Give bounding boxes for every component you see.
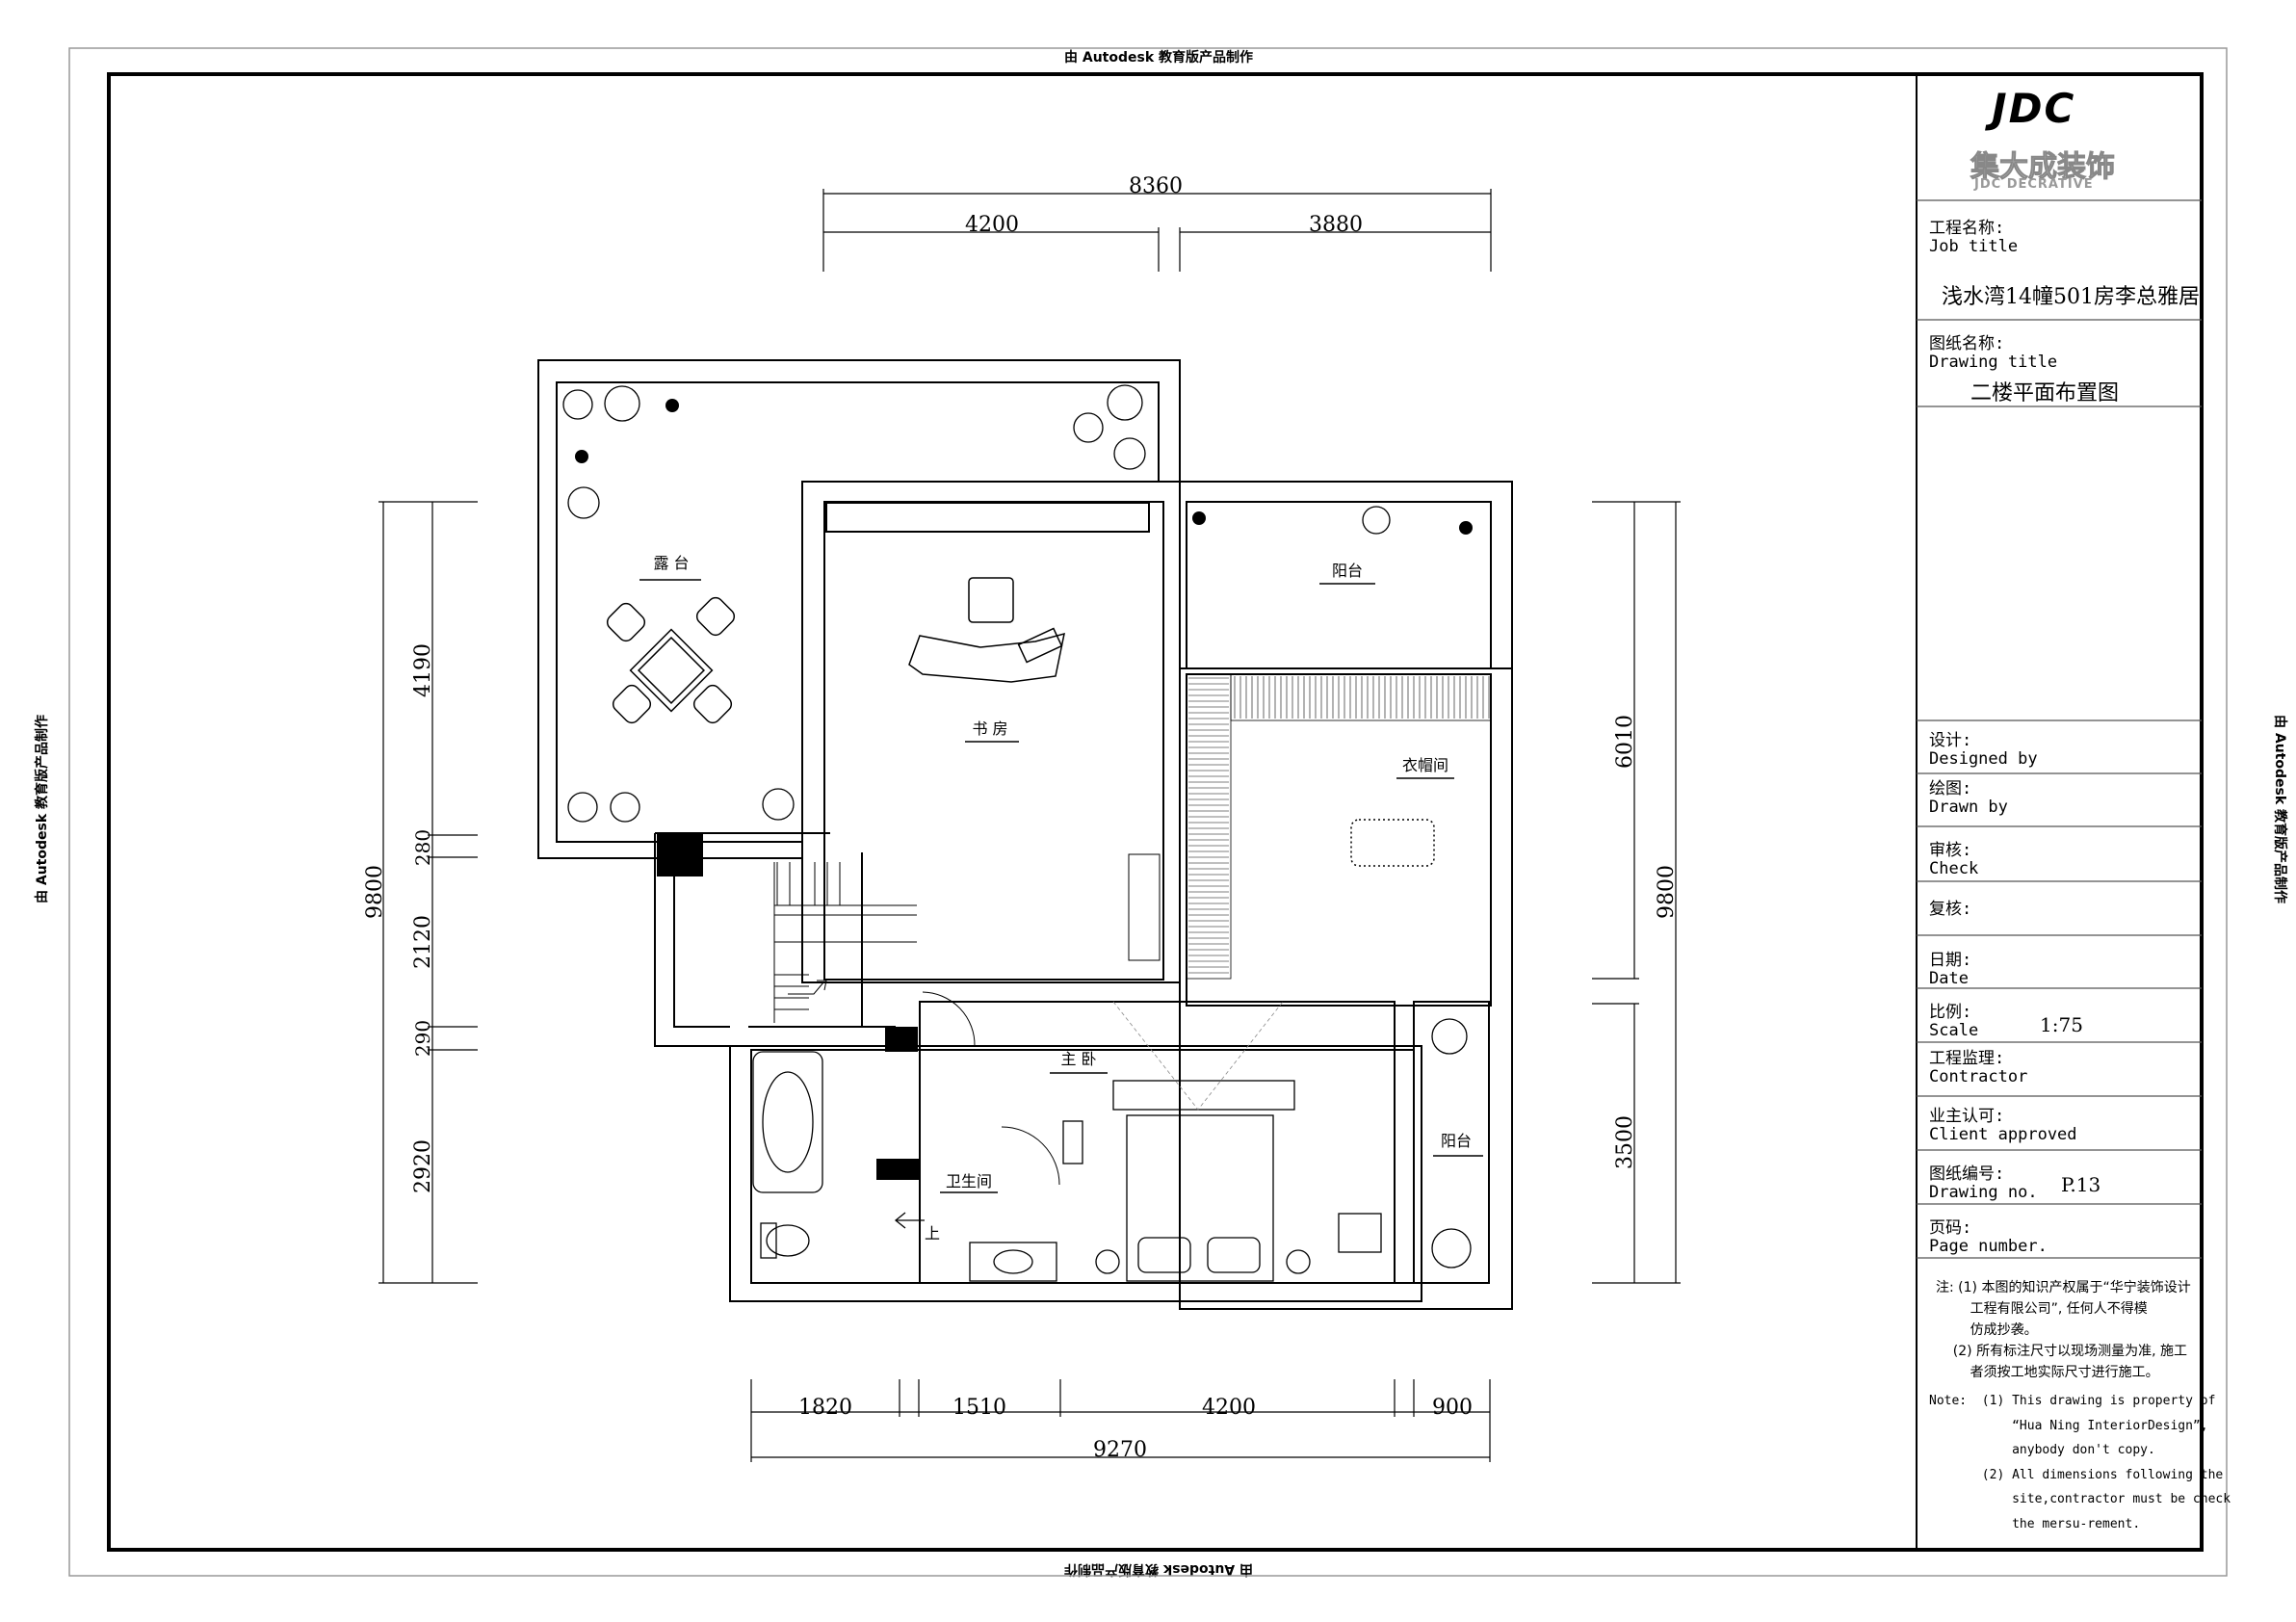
dim-right-1: 6010 [1613, 715, 1637, 769]
drawn-by-label: 绘图: Drawn by [1929, 779, 2008, 817]
room-label-underlines [639, 579, 1483, 1193]
master-bed [1095, 1080, 1382, 1282]
wardrobe-stripes-vertical [1188, 677, 1229, 974]
room-balcony-top: 阳台 [1332, 562, 1363, 580]
dimension-lines [378, 189, 1681, 1462]
bathroom-fixtures [752, 1051, 1083, 1282]
logo-brand: JDC [1992, 85, 2076, 132]
drawing-no-label: 图纸编号: Drawing no. [1929, 1164, 2038, 1202]
dim-right-total: 9800 [1655, 865, 1679, 919]
dim-bottom-2: 1510 [952, 1396, 1006, 1420]
recheck-label: 复核: [1929, 900, 1972, 919]
sheet-outer-border [68, 47, 2228, 1577]
structural-columns [657, 834, 919, 1180]
client-approved-label: 业主认可: Client approved [1929, 1107, 2077, 1144]
contractor-label: 工程监理: Contractor [1929, 1049, 2028, 1086]
room-study: 书 房 [972, 719, 1007, 738]
staircase [773, 862, 917, 1023]
job-title-value: 浅水湾14幢501房李总雅居 [1942, 285, 2200, 309]
room-balcony-right: 阳台 [1441, 1132, 1472, 1150]
walls [537, 359, 1513, 1310]
wardrobe-stripes-horizontal [1234, 676, 1490, 719]
dim-left-4: 290 [411, 1020, 434, 1057]
check-label: 审核: Check [1929, 841, 1979, 878]
watermark-top: 由 Autodesk 教育版产品制作 [1064, 50, 1254, 65]
logo-english: JDC DECRATIVE [1974, 177, 2094, 192]
dim-bottom-1: 1820 [798, 1396, 852, 1420]
room-terrace: 露 台 [653, 554, 689, 572]
wardrobe-shelving [1186, 673, 1492, 980]
date-label: 日期: Date [1929, 951, 1972, 988]
room-wardrobe: 衣帽间 [1402, 756, 1448, 774]
study-desk [908, 577, 1065, 683]
copyright-note-chinese: 注: (1) 本图的知识产权属于“华宁装饰设计 工程有限公司”, 任何人不得模 … [1936, 1280, 2191, 1380]
dim-bottom-3: 4200 [1202, 1396, 1256, 1420]
drawing-title-value: 二楼平面布置图 [1970, 381, 2120, 406]
drawing-no-value: P.13 [2061, 1173, 2101, 1196]
logo-chinese: 集大成装饰 [1970, 150, 2116, 185]
scale-label: 比例: Scale [1929, 1003, 1979, 1040]
dim-right-2: 3500 [1613, 1115, 1637, 1169]
dim-bottom-4: 900 [1432, 1396, 1473, 1420]
dim-left-total: 9800 [363, 865, 387, 919]
terrace-table-set [606, 596, 736, 724]
plants [562, 384, 1472, 1269]
bedroom-rug [1112, 1001, 1284, 1111]
title-block-grid [1917, 199, 2202, 1259]
doors [922, 991, 1060, 1186]
sheet-frame [107, 72, 2204, 1552]
dim-left-3: 2120 [411, 915, 435, 969]
stair-arrow [894, 1212, 925, 1229]
dim-bottom-total: 9270 [1093, 1438, 1147, 1462]
job-title-label: 工程名称: Job title [1929, 219, 2019, 256]
room-master-bedroom: 主 卧 [1060, 1050, 1096, 1068]
drawing-title-label: 图纸名称: Drawing title [1929, 334, 2058, 372]
copyright-note-english: Note: (1) This drawing is property of “H… [1929, 1394, 2231, 1531]
designed-by-label: 设计: Designed by [1929, 731, 2038, 769]
dim-top-left: 4200 [965, 213, 1019, 237]
scale-value: 1:75 [2040, 1013, 2083, 1036]
wardrobe-island [1350, 819, 1435, 867]
dim-left-1: 4190 [411, 643, 435, 697]
room-bathroom: 卫生间 [946, 1172, 992, 1190]
dim-left-2: 280 [411, 829, 434, 866]
dim-top-right: 3880 [1309, 213, 1363, 237]
study-shelf [1128, 853, 1161, 961]
dim-left-5: 2920 [411, 1139, 435, 1193]
page-number-label: 页码: Page number. [1929, 1218, 2048, 1256]
stair-up-label: 上 [925, 1224, 940, 1243]
plant-swirls [575, 399, 1473, 535]
dim-top-total: 8360 [1129, 174, 1183, 198]
